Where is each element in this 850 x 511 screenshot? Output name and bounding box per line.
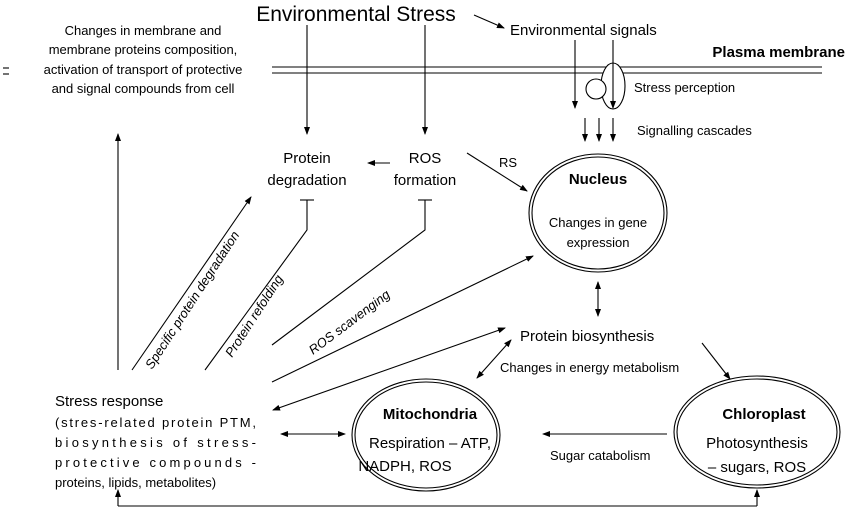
title: Environmental Stress	[256, 3, 456, 26]
text-line: and signal compounds from cell	[52, 81, 235, 96]
stress-response-title: Stress response	[55, 393, 163, 410]
text-line: biosynthesis of stress-	[55, 435, 256, 450]
energy-metabolism-arrow	[476, 339, 512, 379]
signalling-cascades: Signalling cascades	[637, 123, 752, 138]
protein-biosynthesis: Protein biosynthesis	[520, 328, 654, 345]
plasma-membrane-label: Plasma membrane	[712, 44, 845, 61]
bottom-feedback-arrow	[115, 489, 760, 507]
response-to-nucleus-arrow	[271, 255, 534, 383]
nucleus: Nucleus Changes in gene expression	[528, 153, 668, 273]
text-line: Respiration – ATP,	[369, 435, 491, 452]
mitochondria-title: Mitochondria	[383, 406, 478, 423]
energy-metabolism: Changes in energy metabolism	[500, 360, 679, 375]
inhibition-ros-scavenging	[271, 199, 432, 346]
protein-refolding: Protein refolding	[222, 271, 287, 359]
text-line: Photosynthesis	[706, 435, 808, 452]
response-biosynthesis-arrow	[272, 327, 506, 411]
chloroplast-title: Chloroplast	[722, 406, 805, 423]
mitochondria: Mitochondria Respiration – ATP, NADPH, R…	[351, 378, 501, 492]
stress-response: Stress response (stres-related protein P…	[55, 393, 256, 490]
text-line: (stres-related protein PTM,	[55, 415, 256, 430]
biosynthesis-to-chloroplast-arrow	[701, 342, 731, 380]
text-line: activation of transport of protective	[44, 62, 243, 77]
rs-arrow	[466, 152, 528, 192]
text-line: Protein	[283, 150, 331, 167]
text-line: proteins, lipids, metabolites)	[55, 475, 216, 490]
sugar-catabolism: Sugar catabolism	[550, 448, 650, 463]
text-line: protective compounds -	[55, 455, 256, 470]
ros-scavenging: ROS scavenging	[306, 286, 394, 357]
text-line: Changes in gene	[549, 215, 647, 230]
text-line: – sugars, ROS	[708, 459, 806, 476]
specific-degradation-arrow	[131, 196, 252, 371]
arrow-to-signals	[473, 14, 505, 29]
text-line: degradation	[267, 172, 346, 189]
ros-formation: ROS formation	[394, 150, 457, 189]
plasma-membrane	[3, 66, 822, 75]
text-line: Changes in membrane and	[65, 23, 222, 38]
rs-label: RS	[499, 155, 517, 170]
receptor-subunit	[585, 78, 607, 100]
text-line: ROS	[409, 150, 442, 167]
text-line: expression	[567, 235, 630, 250]
chloroplast: Chloroplast Photosynthesis – sugars, ROS	[673, 375, 841, 489]
text-line: membrane proteins composition,	[49, 42, 238, 57]
inhibition-protein-refolding	[204, 199, 314, 371]
stress-perception: Stress perception	[634, 80, 735, 95]
protein-degradation: Protein degradation	[267, 150, 346, 189]
membrane-changes: Changes in membrane and membrane protein…	[44, 23, 243, 96]
env-signals: Environmental signals	[510, 22, 657, 39]
nucleus-title: Nucleus	[569, 171, 627, 188]
text-line: NADPH, ROS	[358, 458, 451, 475]
text-line: formation	[394, 172, 457, 189]
